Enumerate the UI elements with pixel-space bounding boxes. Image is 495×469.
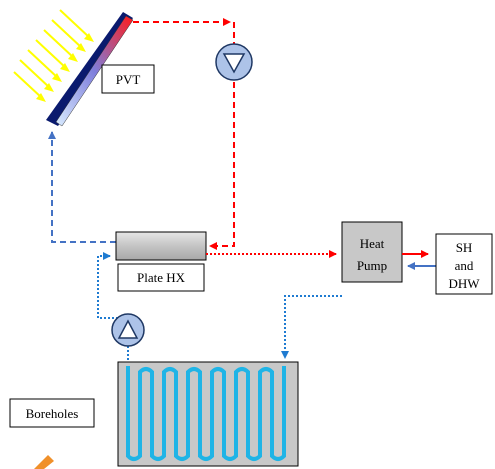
sh-label-3: DHW — [448, 276, 480, 291]
pump-bottom — [111, 313, 145, 347]
sh-label-1: SH — [456, 240, 473, 255]
plate-hx: Plate HX — [115, 231, 207, 292]
pvt-panel — [46, 12, 134, 127]
sh-dhw-box: SH and DHW — [435, 233, 493, 295]
heatpump-to-ground-pipe — [281, 295, 342, 359]
borehole-loop — [126, 366, 286, 461]
hot-supply-pipe — [133, 18, 235, 250]
pvt-label: PVT — [116, 72, 141, 87]
pump-top — [215, 43, 253, 81]
heat-pump-label-1: Heat — [360, 236, 385, 251]
orange-arrow-fragment — [34, 455, 54, 469]
cold-return-pipe — [48, 131, 116, 243]
heat-pump: Heat Pump — [341, 221, 403, 283]
sun-rays-icon — [13, 9, 94, 102]
boreholes-label-box: Boreholes — [9, 398, 95, 428]
heat-pump-label-2: Pump — [357, 258, 387, 273]
sh-label-2: and — [455, 258, 474, 273]
pvt-label-box: PVT — [101, 64, 155, 94]
borehole-field — [117, 361, 299, 467]
plate-hx-label: Plate HX — [137, 270, 186, 285]
boreholes-label: Boreholes — [26, 406, 79, 421]
